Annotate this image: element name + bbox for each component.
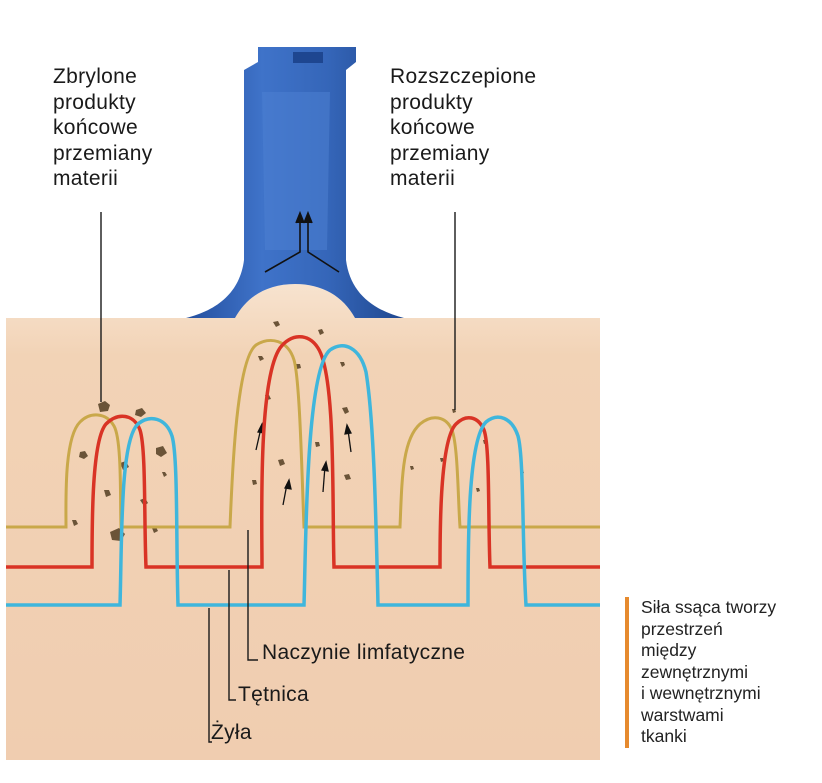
label-split-waste-products: Rozszczepione produkty końcowe przemiany… <box>390 64 536 192</box>
suction-note: Siła ssąca tworzy przestrzeń między zewn… <box>625 597 822 748</box>
label-artery: Tętnica <box>238 682 309 708</box>
suction-handpiece <box>186 47 404 318</box>
label-lymph-vessel: Naczynie limfatyczne <box>262 640 465 666</box>
label-clumped-waste-products: Zbrylone produkty końcowe przemiany mate… <box>53 64 153 192</box>
label-vein: Żyła <box>211 720 252 746</box>
